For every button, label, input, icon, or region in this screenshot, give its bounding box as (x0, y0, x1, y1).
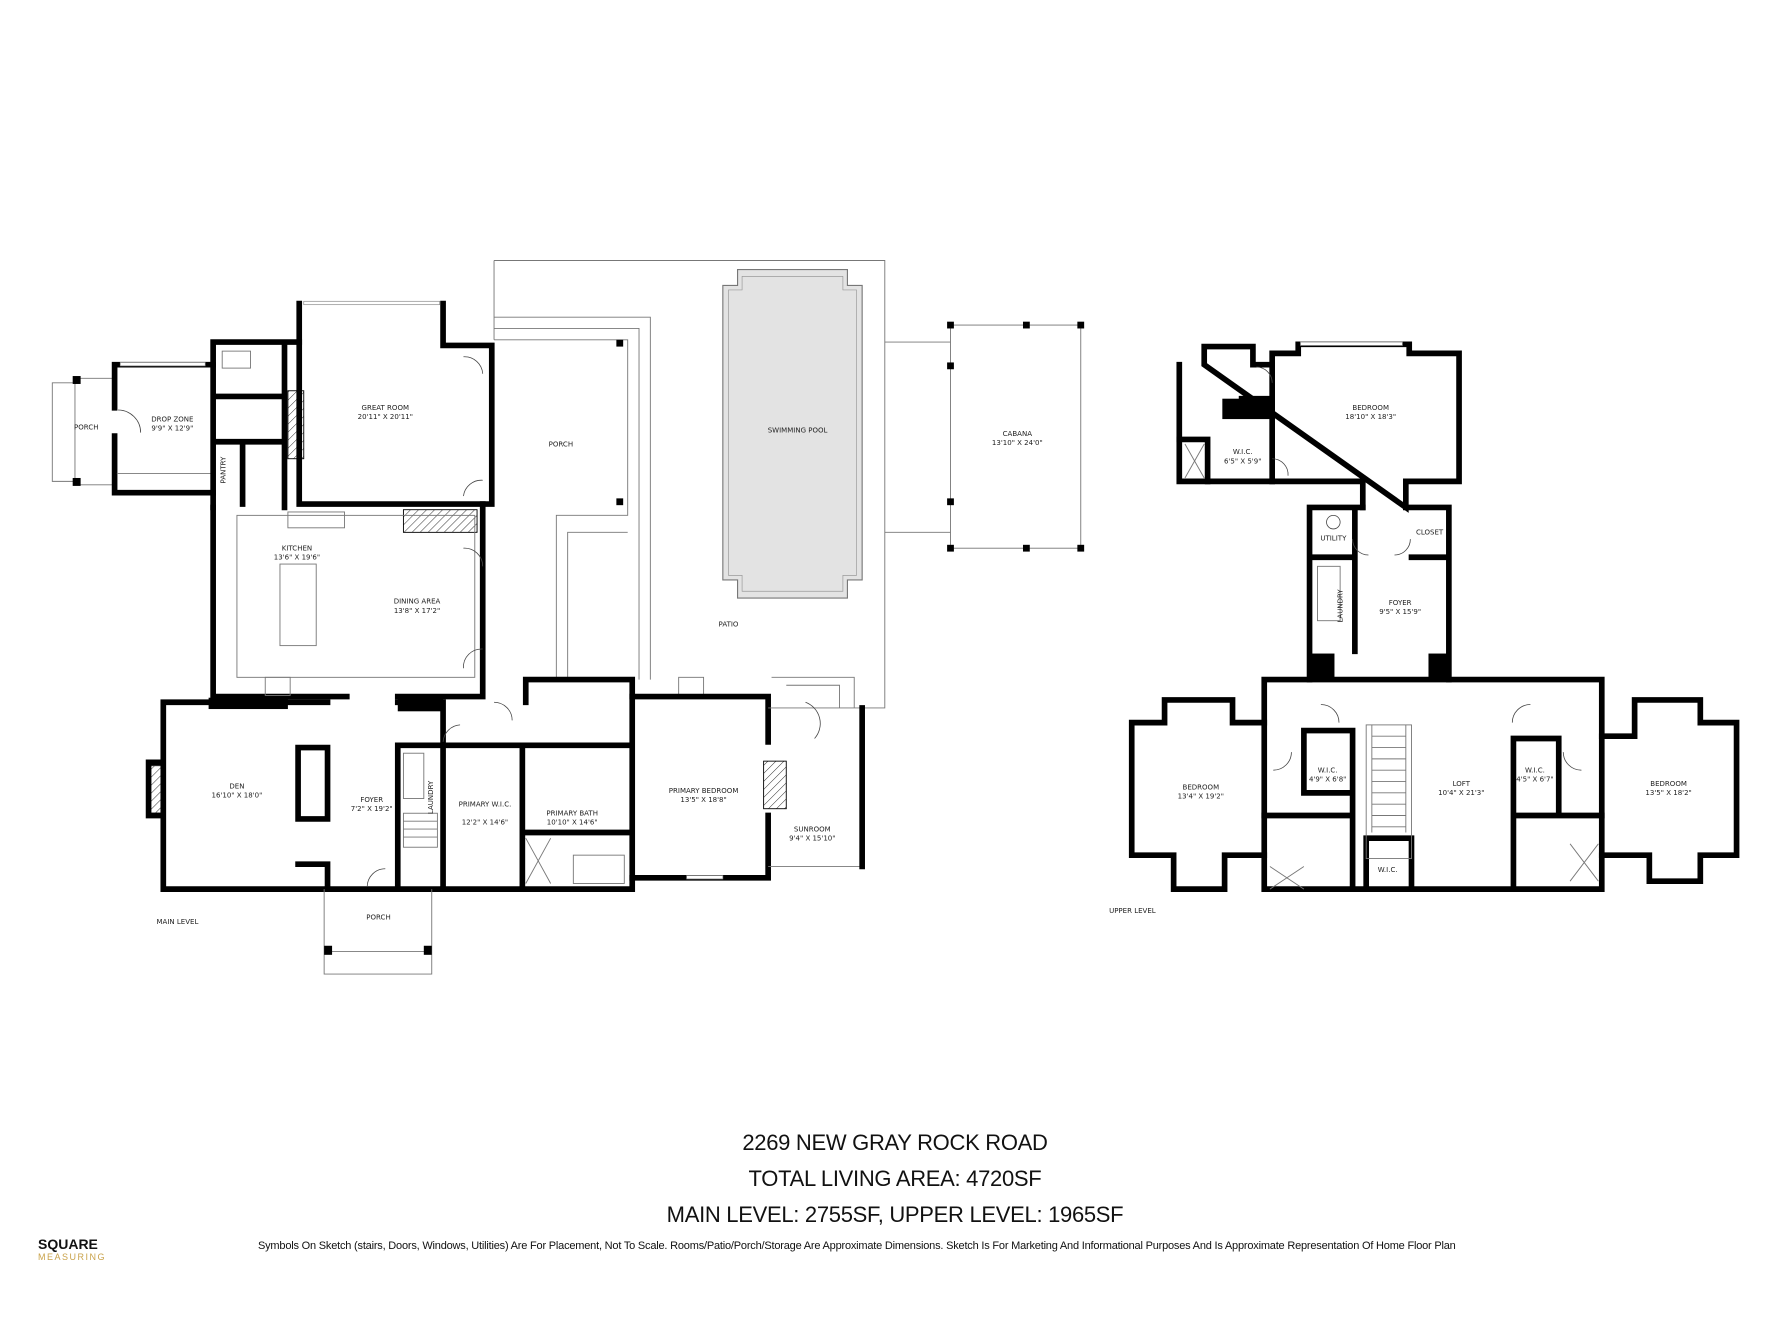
front-porch (323, 889, 433, 975)
main-level-label: MAIN LEVEL (157, 917, 199, 926)
disclaimer: Symbols On Sketch (stairs, Doors, Window… (258, 1240, 1456, 1252)
company-logo: SQUARE MEASURING (38, 1236, 106, 1262)
cabana (950, 324, 1082, 549)
room-dims: 20'11" X 20'11" (358, 412, 413, 421)
room-label: UTILITY (1320, 533, 1347, 542)
room-dims: 13'10" X 24'0" (992, 438, 1043, 447)
room-label: LAUNDRY (1335, 589, 1344, 623)
main-level-plan: PORCH DROP ZONE 9'9" X 12'9" PANTRY GREA… (51, 260, 1085, 975)
room-label: BEDROOM (1183, 782, 1220, 791)
room-dims: 13'6" X 19'6" (274, 553, 320, 562)
room-label: CABANA (1003, 429, 1033, 438)
logo-text-top: SQUARE (38, 1236, 98, 1252)
room-dims: 13'8" X 17'2" (394, 606, 440, 615)
room-label: BEDROOM (1650, 779, 1687, 788)
kitchen-island (279, 563, 317, 647)
room-label: PRIMARY W.I.C. (459, 799, 512, 808)
water-heater-icon (1326, 514, 1341, 530)
room-dims: 7'2" X 19'2" (351, 804, 393, 813)
room-dims: 9'5" X 15'9" (1379, 607, 1421, 616)
room-label: PORCH (549, 439, 573, 448)
room-label: DROP ZONE (151, 414, 193, 423)
room-label: FOYER (360, 795, 383, 804)
room-dims: 9'9" X 12'9" (151, 423, 193, 432)
room-dims: 13'4" X 19'2" (1178, 792, 1224, 801)
room-label: SWIMMING POOL (768, 426, 828, 435)
upper-level-label: UPPER LEVEL (1109, 906, 1156, 915)
room-label: PRIMARY BATH (546, 809, 598, 818)
room-label: DEN (229, 781, 244, 790)
room-label: PANTRY (219, 456, 228, 484)
room-label: LOFT (1453, 779, 1471, 788)
room-label: SUNROOM (794, 824, 831, 833)
staircase (1365, 724, 1412, 860)
room-label: PORCH (74, 422, 98, 431)
room-dims: 18'10" X 18'3" (1345, 412, 1396, 421)
patio-outline (493, 260, 951, 709)
room-label: PORCH (366, 913, 390, 922)
side-porch (51, 377, 115, 486)
room-label: PATIO (719, 619, 739, 628)
room-dims: 10'4" X 21'3" (1438, 788, 1484, 797)
room-label: CLOSET (1416, 528, 1444, 537)
room-label: LAUNDRY (426, 780, 435, 814)
upper-level-plan: BEDROOM 18'10" X 18'3" W.I.C. 6'5" X 5'9… (1109, 341, 1740, 915)
room-label: W.I.C. (1378, 865, 1398, 874)
room-label: DINING AREA (394, 597, 441, 606)
total-area: TOTAL LIVING AREA: 4720SF (748, 1166, 1042, 1191)
room-dims: 4'9" X 6'8" (1309, 775, 1346, 784)
room-label: PRIMARY BEDROOM (669, 786, 739, 795)
room-dims: 4'5" X 6'7" (1516, 775, 1553, 784)
room-dims: 10'10" X 14'6" (547, 818, 598, 827)
room-dims: 12'2" X 14'6" (462, 818, 508, 827)
swimming-pool (722, 269, 863, 599)
room-dims: 9'4" X 15'10" (789, 833, 835, 842)
room-label: KITCHEN (282, 543, 312, 552)
room-dims: 6'5" X 5'9" (1224, 456, 1261, 465)
room-label: W.I.C. (1318, 765, 1338, 774)
room-label: GREAT ROOM (362, 403, 410, 412)
room-dims: 13'5" X 18'8" (680, 795, 726, 804)
room-dims: 13'5" X 18'2" (1645, 788, 1691, 797)
address-title: 2269 NEW GRAY ROCK ROAD (742, 1130, 1048, 1155)
level-areas: MAIN LEVEL: 2755SF, UPPER LEVEL: 1965SF (666, 1202, 1124, 1227)
logo-text-bottom: MEASURING (38, 1252, 107, 1262)
room-label: W.I.C. (1233, 447, 1253, 456)
room-dims: 16'10" X 18'0" (212, 790, 263, 799)
room-label: BEDROOM (1352, 403, 1389, 412)
room-label: FOYER (1389, 598, 1412, 607)
room-label: W.I.C. (1525, 765, 1545, 774)
